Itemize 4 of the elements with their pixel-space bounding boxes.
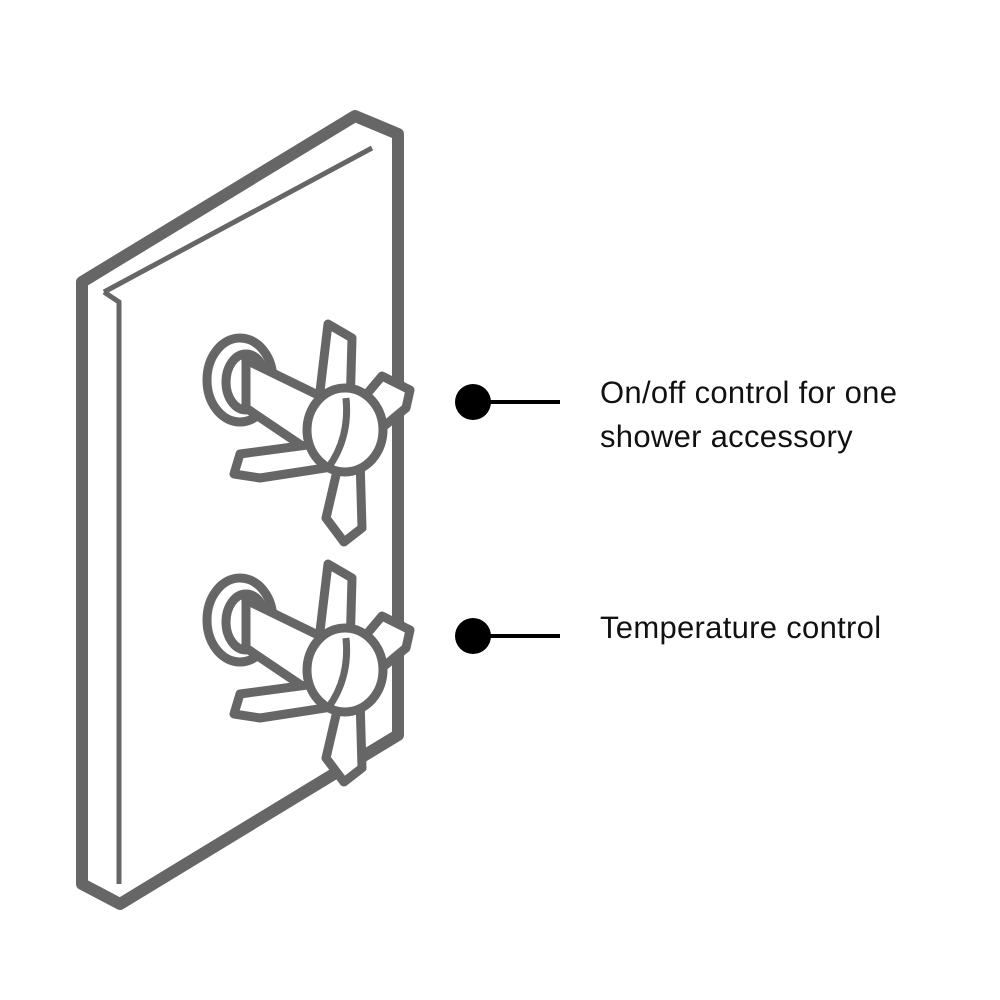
callout-label: On/off control for one shower accessory: [560, 371, 990, 459]
leader-line: [455, 384, 560, 420]
callout-label: Temperature control: [560, 606, 990, 650]
leader-line: [455, 618, 560, 654]
